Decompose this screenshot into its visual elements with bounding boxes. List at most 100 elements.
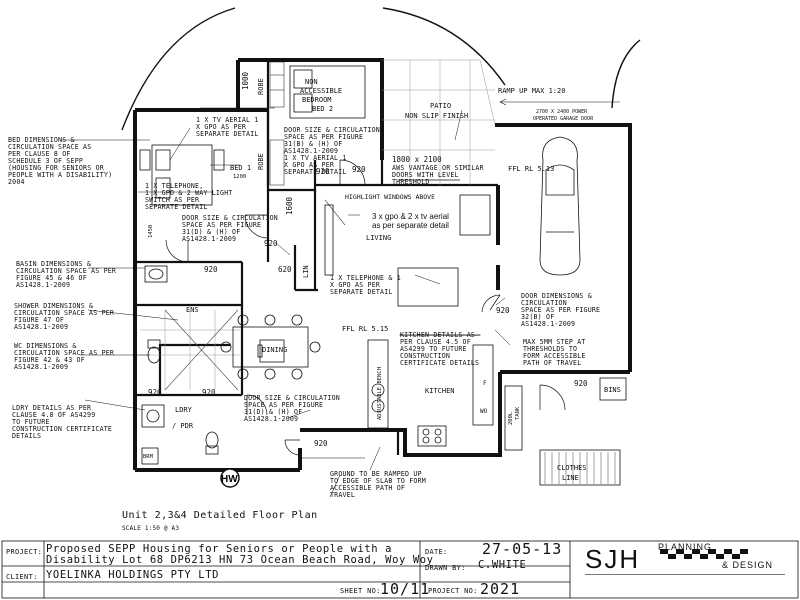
- plan-scale: SCALE 1:50 @ A3: [122, 525, 179, 532]
- note-phone-living-line-3: SEPARATE DETAIL: [330, 288, 393, 296]
- room-label-dining: DINING: [262, 346, 287, 354]
- sheet-label: SHEET NO:: [340, 587, 381, 595]
- note-tv-bed1a-line-3: SEPARATE DETAIL: [196, 130, 259, 138]
- ramp-label: RAMP UP MAX 1:20: [498, 87, 565, 95]
- dim-920-south: 920: [314, 439, 328, 448]
- note-bed-dims-line-3: PER CLAUSE 8 OF: [8, 150, 71, 158]
- note-door-bed1-line-3: 31(D) & (H) OF: [182, 228, 240, 236]
- note-door-bed2-line-1: DOOR SIZE & CIRCULATION: [284, 126, 380, 134]
- dim-1200: 1200: [233, 174, 246, 180]
- site-boundary-arc-3: [611, 39, 641, 109]
- dim-920-bins: 920: [574, 379, 588, 388]
- room-label-pdr: / PDR: [172, 422, 194, 430]
- room-label-clothes: CLOTHES: [557, 464, 587, 472]
- note-basin-line-1: BASIN DIMENSIONS &: [16, 260, 91, 268]
- note-step-line-2: THRESHOLDS TO: [523, 345, 577, 353]
- project-line2: Disability Lot 68 DP6213 HN 73 Ocean Bea…: [46, 554, 434, 566]
- note-bed-dims-line-5: (HOUSING FOR SENIORS OR: [8, 164, 104, 172]
- note-step-line-1: MAX 5MM STEP AT: [523, 338, 586, 346]
- project-no-label: PROJECT NO:: [428, 587, 478, 595]
- note-kitchen-line-4: CONSTRUCTION: [400, 352, 450, 360]
- company-initials: SJH: [585, 544, 641, 574]
- sheet-number: 10/11: [380, 580, 431, 598]
- title-block: PROJECT: Proposed SEPP Housing for Senio…: [0, 540, 800, 600]
- company-contact-rule: [585, 574, 785, 575]
- note-door-ldry-line-4: AS1428.1-2009: [244, 415, 298, 423]
- power-note-line2: as per separate detail: [372, 221, 449, 230]
- site-boundary-arc-2: [382, 7, 506, 86]
- note-door-bed2-line-4: AS1428.1-2009: [284, 147, 338, 155]
- room-label-bed2-line1: NON: [305, 78, 318, 86]
- note-wc-line-3: FIGURE 42 & 43 OF: [14, 356, 85, 364]
- note-wc-line-1: WC DIMENSIONS &: [14, 342, 77, 350]
- dim-920-ldry-2: 920: [148, 388, 162, 397]
- note-kitchen-line-1: KITCHEN DETAILS AS: [400, 331, 475, 339]
- room-label-clothes-line: LINE: [562, 474, 579, 482]
- note-door-bed1-line-4: AS1428.1-2009: [182, 235, 236, 243]
- wall-oven-label: WO: [480, 408, 488, 415]
- note-step-line-3: FORM ACCESSIBLE: [523, 352, 586, 360]
- room-label-living: LIVING: [366, 234, 391, 242]
- dim-1600: 1600: [285, 196, 294, 215]
- note-kitchen-line-5: CERTIFICATE DETAILS: [400, 359, 479, 367]
- note-wc-line-4: AS1428.1-2009: [14, 363, 68, 371]
- room-label-patio-finish: NON SLIP FINISH: [405, 112, 468, 120]
- date-label: DATE:: [425, 548, 448, 556]
- room-label-robe: ROBE: [257, 78, 265, 95]
- note-door-ldry-line-1: DOOR SIZE & CIRCULATION: [244, 394, 340, 402]
- dim-patio-door: 1800 x 2100: [392, 155, 442, 164]
- note-basin-line-3: FIGURE 45 & 46 OF: [16, 274, 87, 282]
- hot-water-label: HW: [221, 474, 238, 485]
- note-garage-door-note-line-5: AS1428.1-2009: [521, 320, 575, 328]
- fridge-label: F: [483, 380, 487, 387]
- project-label: PROJECT:: [6, 548, 43, 556]
- note-phone-bed1-line-2: 1 X GPO & 2 WAY LIGHT: [145, 189, 233, 197]
- room-label-bed2-line4: BED 2: [312, 105, 333, 113]
- note-shower-line-3: FIGURE 47 OF: [14, 316, 64, 324]
- company-name-line1: PLANNING: [658, 542, 713, 552]
- note-door-ldry-line-3: 31(D) & (H) OF: [244, 408, 302, 416]
- note-bed-dims-line-6: PEOPLE WITH A DISABILITY): [8, 171, 112, 179]
- tank-label: 200L: [508, 411, 514, 425]
- note-bed-dims-line-7: 2004: [8, 178, 25, 186]
- room-label-bed2-line3: BEDROOM: [302, 96, 332, 104]
- note-tv-bed1b-line-3: SEPARATE DETAIL: [284, 168, 347, 176]
- drawing-date: 27-05-13: [482, 540, 563, 558]
- note-shower-line-1: SHOWER DIMENSIONS &: [14, 302, 93, 310]
- garage-door-label-2: OPERATED GARAGE DOOR: [533, 116, 594, 122]
- note-phone-living-line-2: X GPO AS PER: [330, 281, 380, 289]
- note-kitchen-line-3: AS4299 TO FUTURE: [400, 345, 467, 353]
- company-name-line2: & DESIGN: [722, 560, 774, 570]
- dim-920-bed1: 920: [264, 239, 278, 248]
- note-garage-door-note-line-2: CIRCULATION: [521, 299, 567, 307]
- drawn-by: C.WHITE: [478, 559, 527, 571]
- client-name: YOELINKA HOLDINGS PTY LTD: [46, 569, 220, 581]
- site-boundary-arc: [121, 7, 236, 131]
- note-door-ldry-line-2: SPACE AS PER FIGURE: [244, 401, 323, 409]
- note-door-bed1-line-2: SPACE AS PER FIGURE: [182, 221, 261, 229]
- hot-water-marker: [220, 468, 240, 488]
- note-tv-bed1a-line-2: X GPO AS PER: [196, 123, 246, 131]
- note-ground-line-1: GROUND TO BE RAMPED UP: [330, 470, 422, 478]
- dim-620: 620: [278, 265, 292, 274]
- room-label-bins: BINS: [604, 386, 621, 394]
- note-phone-living-line-1: 1 X TELEPHONE & 1: [330, 274, 401, 282]
- annotation-notes: BED DIMENSIONS &CIRCULATION SPACE ASPER …: [8, 116, 600, 499]
- note-door-bed2-line-3: 31(B) & (H) OF: [284, 140, 342, 148]
- garage-door-label: 2700 X 2400 POWER: [536, 109, 588, 115]
- note-phone-bed1-line-4: SEPARATE DETAIL: [145, 203, 208, 211]
- note-tv-bed1b-line-2: X GPO AS PER: [284, 161, 334, 169]
- note-ldry-line-5: DETAILS: [12, 432, 41, 440]
- note-garage-door-note-line-4: 32(B) OF: [521, 313, 554, 321]
- note-bed-dims-line-2: CIRCULATION SPACE AS: [8, 143, 91, 151]
- room-label-robe-2: ROBE: [257, 153, 265, 170]
- dim-920-ldry: 920: [202, 388, 216, 397]
- note-door-bed2-line-2: SPACE AS PER FIGURE: [284, 133, 363, 141]
- dim-1000: 1000: [241, 71, 250, 90]
- room-label-ens: ENS: [186, 306, 199, 314]
- note-basin-line-2: CIRCULATION SPACE AS PER: [16, 267, 116, 275]
- note-ldry-line-4: CONSTRUCTION CERTIFICATE: [12, 425, 112, 433]
- note-bed-dims-line-4: SCHEDULE 3 OF SEPP: [8, 157, 83, 165]
- note-garage-door-note-line-3: SPACE AS PER FIGURE: [521, 306, 600, 314]
- room-label-bed1: BED 1: [230, 164, 251, 172]
